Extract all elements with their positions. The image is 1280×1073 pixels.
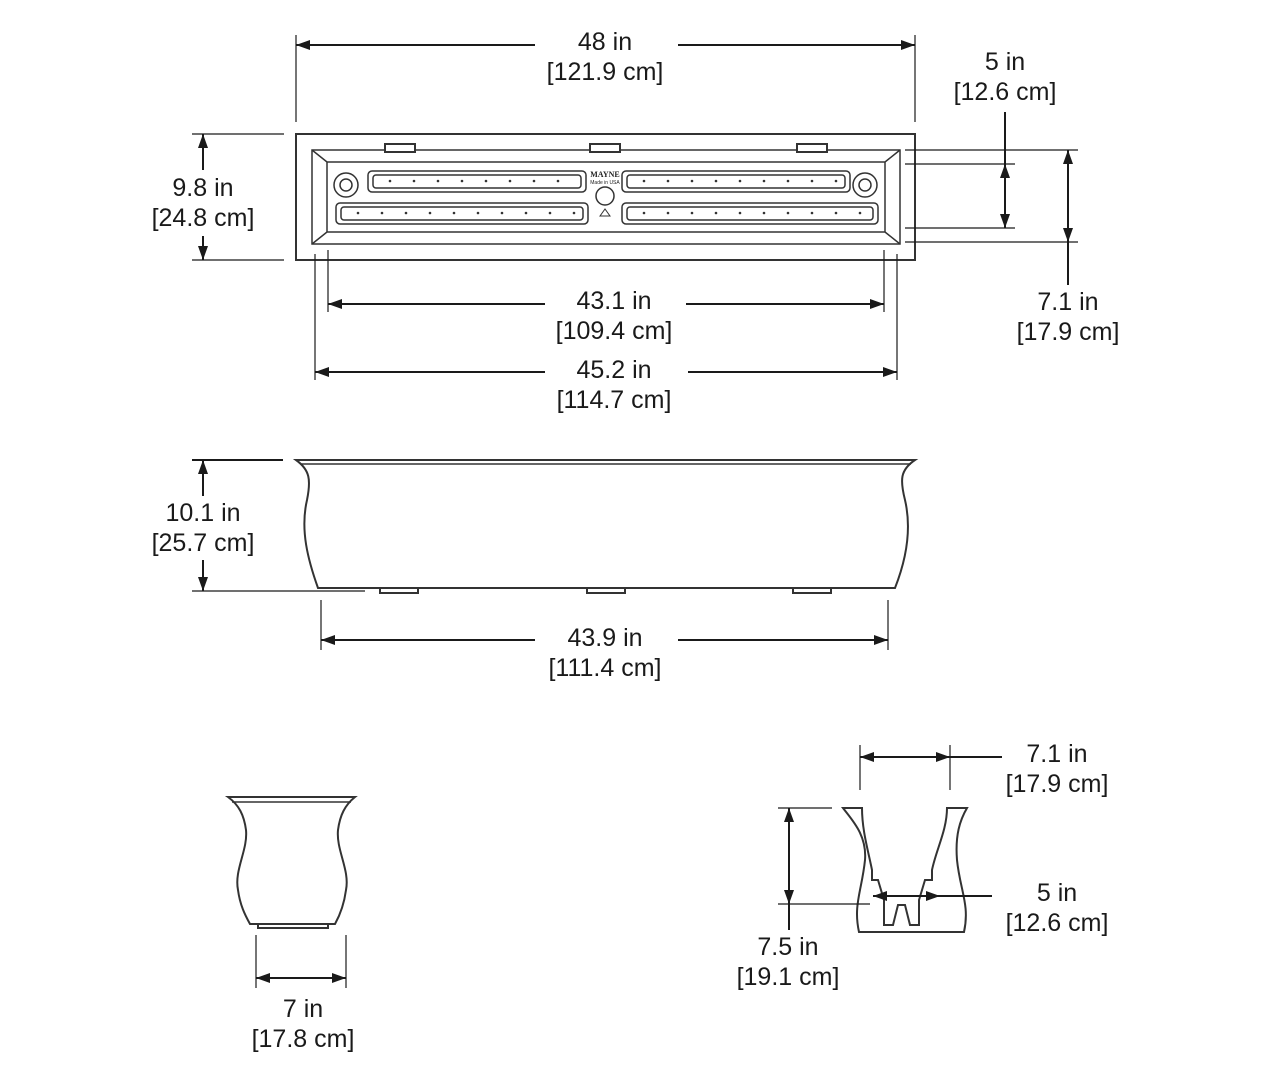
slot-dot	[524, 211, 528, 215]
overall-width-in: 48 in	[578, 28, 632, 56]
slot-dot	[666, 179, 670, 183]
base-length-cm: [111.4 cm]	[548, 654, 661, 682]
section-view: 7.1 in [17.9 cm] 5 in [12.6 cm] 7.5 in […	[737, 740, 1109, 991]
slot-dot	[738, 179, 742, 183]
slot-dot	[786, 211, 790, 215]
slot-dot	[476, 211, 480, 215]
inner-depth-5-cm: [12.6 cm]	[954, 78, 1057, 106]
inner-length-452-in: 45.2 in	[576, 356, 651, 384]
end-base-width-in: 7 in	[283, 995, 323, 1023]
slot-dot	[810, 211, 814, 215]
section-top-width-cm: [17.9 cm]	[1006, 770, 1109, 798]
section-top-width-in: 7.1 in	[1026, 740, 1087, 768]
front-height-cm: [25.7 cm]	[152, 529, 255, 557]
made-in-usa-label: Made in USA	[590, 180, 620, 186]
depth-cm: [24.8 cm]	[152, 204, 255, 232]
slot-dot	[452, 211, 456, 215]
slot-dot	[690, 211, 694, 215]
inner-length-431-in: 43.1 in	[576, 287, 651, 315]
slot-dot	[834, 179, 838, 183]
planter-top-outline	[295, 133, 916, 261]
slot-dot	[484, 179, 488, 183]
section-bottom-width-in: 5 in	[1037, 879, 1077, 907]
section-bottom-width-cm: [12.6 cm]	[1006, 909, 1109, 937]
slot-dot	[380, 211, 384, 215]
slot-dot	[786, 179, 790, 183]
planter-end-outline	[224, 796, 358, 925]
slot-dot	[532, 179, 536, 183]
drain-hole-right-icon	[852, 172, 878, 198]
slot-dot	[508, 179, 512, 183]
slot-dot	[500, 211, 504, 215]
slot-dot	[714, 179, 718, 183]
base-length-in: 43.9 in	[567, 624, 642, 652]
reservoir-slot	[367, 170, 587, 193]
slot-dot	[412, 179, 416, 183]
slot-dot	[834, 211, 838, 215]
inner-depth-71-in: 7.1 in	[1037, 288, 1098, 316]
slot-dot	[556, 179, 560, 183]
front-height-in: 10.1 in	[165, 499, 240, 527]
slot-dot	[810, 179, 814, 183]
section-height-cm: [19.1 cm]	[737, 963, 840, 991]
end-base-width-cm: [17.8 cm]	[252, 1025, 355, 1053]
brand-logo: MAYNE	[590, 170, 619, 179]
slot-dot	[714, 211, 718, 215]
slot-dot	[762, 211, 766, 215]
top-view: 48 in [121.9 cm] MAYNE Made in USA	[152, 28, 1120, 414]
slot-dot	[666, 211, 670, 215]
inner-length-431-cm: [109.4 cm]	[556, 317, 673, 345]
inner-depth-71-cm: [17.9 cm]	[1017, 318, 1120, 346]
slot-dot	[548, 211, 552, 215]
water-level-indicator-icon	[595, 186, 615, 206]
slot-dot	[738, 211, 742, 215]
slot-dot	[690, 179, 694, 183]
section-height-in: 7.5 in	[757, 933, 818, 961]
planter-front-outline	[292, 459, 919, 589]
slot-dot	[356, 211, 360, 215]
slot-dot	[404, 211, 408, 215]
inner-length-452-cm: [114.7 cm]	[557, 386, 672, 414]
slot-dot	[762, 179, 766, 183]
recycle-icon	[599, 208, 611, 217]
planter-section-outline	[840, 807, 969, 933]
slot-dot	[642, 211, 646, 215]
overall-width-cm: [121.9 cm]	[547, 58, 664, 86]
front-view: 10.1 in [25.7 cm] 43.9 in [111.4 cm]	[152, 459, 919, 682]
slot-dot	[388, 179, 392, 183]
slot-dot	[428, 211, 432, 215]
inner-depth-5-in: 5 in	[985, 48, 1025, 76]
slot-dot	[642, 179, 646, 183]
slot-dot	[858, 211, 862, 215]
end-view: 7 in [17.8 cm]	[224, 796, 358, 1053]
slot-dot	[436, 179, 440, 183]
slot-dot	[460, 179, 464, 183]
slot-dot	[572, 211, 576, 215]
depth-in: 9.8 in	[172, 174, 233, 202]
drain-hole-left-icon	[333, 172, 359, 198]
